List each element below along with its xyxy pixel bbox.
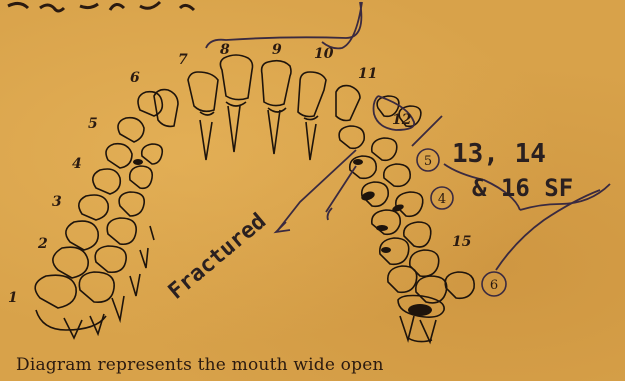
- tooth-number-6: 6: [130, 70, 140, 86]
- circled-number-5: 5: [417, 149, 439, 171]
- tooth-number-11: 11: [358, 66, 377, 82]
- tooth-number-1: 1: [8, 290, 18, 306]
- svg-text:5: 5: [424, 154, 432, 169]
- tooth-number-7: 7: [178, 52, 188, 68]
- diagram-caption: Diagram represents the mouth wide open: [16, 355, 384, 375]
- fracture-arrow-shaft: [278, 150, 356, 230]
- annotation-line-1: 13, 14: [452, 139, 546, 169]
- tooth-number-9: 9: [272, 42, 282, 58]
- tooth-number-8: 8: [220, 42, 230, 58]
- tooth-number-3: 3: [52, 194, 62, 210]
- svg-text:4: 4: [438, 192, 446, 207]
- tooth-number-5: 5: [88, 116, 98, 132]
- tooth-number-15: 15: [452, 234, 471, 250]
- tooth-number-2: 2: [37, 236, 48, 252]
- tooth-number-4: 4: [72, 156, 82, 172]
- tooth-number-12: 12: [392, 112, 412, 128]
- cropped-top-handwriting: [8, 2, 194, 11]
- circled-number-6: 6: [482, 272, 506, 296]
- annotation-line-2: & 16 SF: [472, 174, 573, 202]
- svg-text:6: 6: [490, 278, 498, 293]
- circled-number-4: 4: [431, 187, 453, 209]
- tooth-outlines: [35, 55, 474, 342]
- fractured-label: Fractured: [164, 209, 271, 305]
- leader-to-6: [496, 190, 600, 270]
- tooth-number-10: 10: [314, 46, 334, 62]
